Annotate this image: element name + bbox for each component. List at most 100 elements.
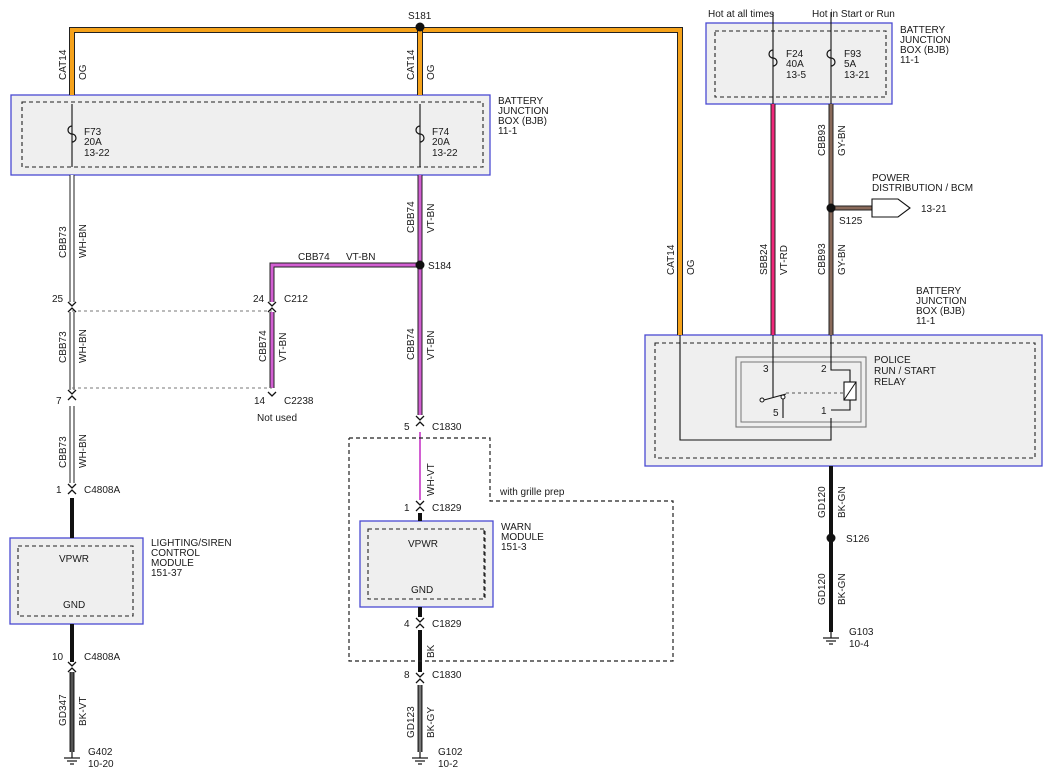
fuse-f74-name: F74 bbox=[432, 127, 450, 138]
bjb-fuses-name: JUNCTION bbox=[900, 35, 951, 46]
wire-label: BK-GY bbox=[426, 707, 437, 738]
fuse-f93-ref: 13-21 bbox=[844, 70, 870, 81]
fuse-f73-amps: 20A bbox=[84, 137, 102, 148]
ground-g102-icon bbox=[412, 752, 428, 765]
ground-g103-label: G103 bbox=[849, 627, 874, 638]
wire-label: WH-BN bbox=[78, 329, 89, 363]
fuse-f74-icon bbox=[415, 125, 425, 143]
relay-box bbox=[735, 356, 867, 428]
connector-pin: 5 bbox=[404, 422, 410, 433]
bjb-relay-name: BATTERY bbox=[916, 286, 962, 297]
wire-label: GY-BN bbox=[837, 244, 848, 275]
wire-label: CBB93 bbox=[817, 124, 828, 156]
wire-label: CBB93 bbox=[817, 243, 828, 275]
connector-pin: 1 bbox=[404, 503, 410, 514]
wire-label: CBB73 bbox=[58, 436, 69, 468]
warn-module-box bbox=[359, 520, 494, 608]
bjb-relay-page: 11-1 bbox=[916, 316, 936, 327]
fuse-f93-amps: 5A bbox=[844, 59, 857, 70]
connector-label: C2238 bbox=[284, 396, 314, 407]
wire-label: VT-BN bbox=[426, 204, 437, 233]
fuse-f24-name: F24 bbox=[786, 49, 804, 60]
relay-internal-wiring bbox=[679, 335, 851, 441]
warn-module-page: 151-3 bbox=[501, 542, 527, 553]
connector-chevron-icons bbox=[67, 301, 425, 684]
bjb-top-box bbox=[10, 94, 491, 176]
bjb-top-name: BOX (BJB) bbox=[498, 116, 547, 127]
connector-pin: 1 bbox=[56, 485, 62, 496]
fuse-f93-icon bbox=[826, 49, 836, 67]
power-dist-label: POWER bbox=[872, 173, 910, 184]
bjb-relay-name: BOX (BJB) bbox=[916, 306, 965, 317]
wire-label: CBB74 bbox=[298, 252, 330, 263]
ground-g402-label: G402 bbox=[88, 747, 113, 758]
lsc-vpwr-pin: VPWR bbox=[59, 554, 89, 565]
grille-prep-dashed-outline bbox=[348, 437, 674, 662]
hot-at-all-times-label: Hot at all times bbox=[708, 9, 774, 20]
wire-label: CAT14 bbox=[666, 244, 677, 275]
connector-pin: 25 bbox=[52, 294, 64, 305]
power-dist-ref: 13-21 bbox=[921, 204, 947, 215]
fuse-f93-name: F93 bbox=[844, 49, 862, 60]
connector-label: C1829 bbox=[432, 503, 462, 514]
wire-label: CBB74 bbox=[406, 328, 417, 360]
connector-pin: 7 bbox=[56, 396, 62, 407]
wire-label: GD123 bbox=[406, 706, 417, 738]
connector-pin: 24 bbox=[253, 294, 265, 305]
connector-pin: 4 bbox=[404, 619, 410, 630]
bjb-fuses-page: 11-1 bbox=[900, 55, 920, 66]
ground-g102-ref: 10-2 bbox=[438, 759, 458, 770]
splice-s184-label: S184 bbox=[428, 261, 452, 272]
relay-contact-icon bbox=[759, 397, 765, 403]
ground-g103-icon bbox=[823, 632, 839, 645]
wire-label: BK-VT bbox=[78, 697, 89, 726]
ground-g402-ref: 10-20 bbox=[88, 759, 114, 770]
fuse-f73-name: F73 bbox=[84, 127, 102, 138]
bjb-relay-name: JUNCTION bbox=[916, 296, 967, 307]
wire-label: CBB73 bbox=[58, 331, 69, 363]
fuse-f24-icon bbox=[768, 49, 778, 67]
wire-label: WH-VT bbox=[426, 463, 437, 496]
connector-label: C1830 bbox=[432, 670, 462, 681]
wire-label: BK-GN bbox=[837, 486, 848, 518]
wire-label: GD120 bbox=[817, 573, 828, 605]
relay-name: RELAY bbox=[874, 377, 906, 388]
splice-s125-dot bbox=[826, 203, 836, 213]
lsc-gnd-pin: GND bbox=[63, 600, 85, 611]
connector-pin: 14 bbox=[254, 396, 266, 407]
wire-label: BK-GN bbox=[837, 573, 848, 605]
bjb-fuses-box bbox=[705, 22, 893, 105]
lsc-module-name: CONTROL bbox=[151, 548, 200, 559]
wire-label: WH-BN bbox=[78, 224, 89, 258]
grille-prep-label: with grille prep bbox=[499, 487, 565, 498]
lsc-module-name: LIGHTING/SIREN bbox=[151, 538, 232, 549]
bjb-top-page: 11-1 bbox=[498, 126, 518, 137]
connector-label: C4808A bbox=[84, 485, 120, 496]
wire-label: VT-BN bbox=[278, 333, 289, 362]
ground-g103-ref: 10-4 bbox=[849, 639, 869, 650]
power-dist-label: DISTRIBUTION / BCM bbox=[872, 183, 973, 194]
wire-label: CBB74 bbox=[406, 201, 417, 233]
wire-label: CAT14 bbox=[58, 49, 69, 80]
wire-label: OG bbox=[686, 259, 697, 275]
wire-cat14-og bbox=[69, 27, 683, 335]
relay-pin-5: 5 bbox=[773, 408, 779, 419]
bjb-top-name: BATTERY bbox=[498, 96, 544, 107]
wire-label: GY-BN bbox=[837, 125, 848, 156]
wire-label: GD120 bbox=[817, 486, 828, 518]
warn-gnd-pin: GND bbox=[411, 585, 433, 596]
fuse-f24-amps: 40A bbox=[786, 59, 804, 70]
wire-label: BK bbox=[426, 644, 437, 658]
splice-s184-dot bbox=[415, 260, 425, 270]
lsc-module-name: MODULE bbox=[151, 558, 194, 569]
relay-pin-1: 1 bbox=[821, 406, 827, 417]
ground-g402-icon bbox=[64, 752, 80, 765]
connector-dashed-lines bbox=[72, 310, 272, 389]
lighting-siren-module-box bbox=[9, 537, 144, 625]
warn-module-name: WARN bbox=[501, 522, 531, 533]
splice-s125-label: S125 bbox=[839, 216, 863, 227]
fuse-leads bbox=[71, 12, 832, 167]
connector-pin: 8 bbox=[404, 670, 410, 681]
wire-cbb93-gy-bn bbox=[828, 104, 872, 335]
